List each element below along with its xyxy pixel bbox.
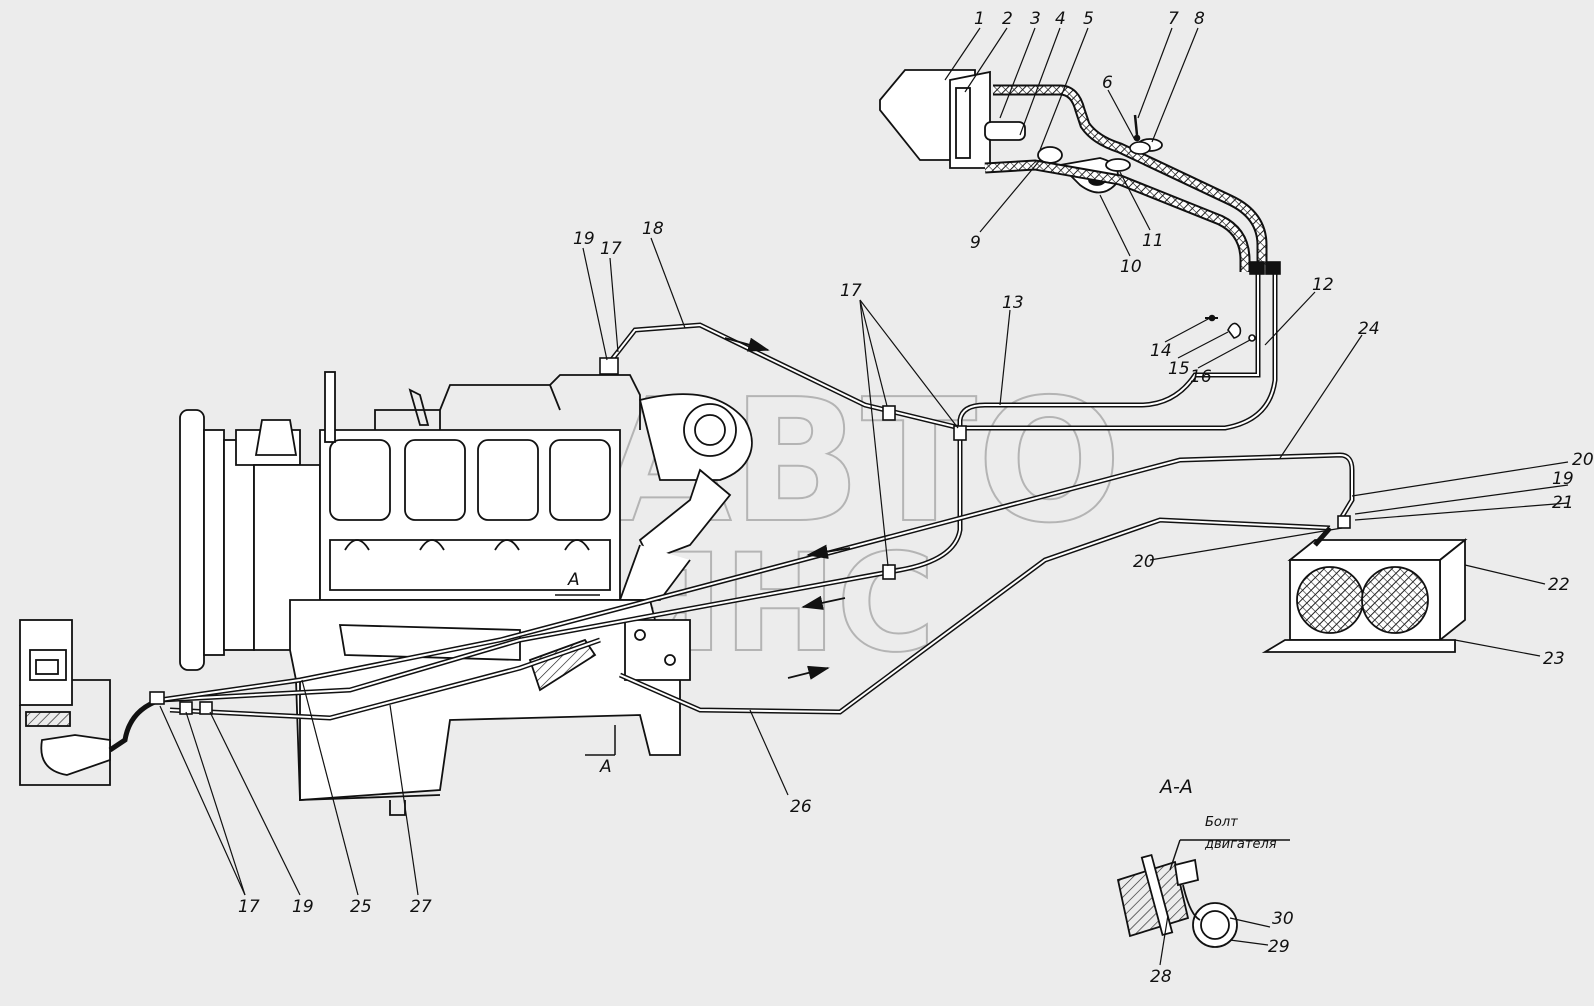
callout-22: 22 bbox=[1548, 575, 1570, 595]
section-mark-letter-lower: А bbox=[599, 757, 612, 777]
callout-14: 14 bbox=[1150, 341, 1172, 361]
callout-30: 30 bbox=[1272, 909, 1294, 929]
callout-12: 12 bbox=[1312, 275, 1334, 295]
callout-19-engine: 19 bbox=[573, 229, 595, 249]
engine bbox=[179, 371, 753, 816]
callout-20-right: 20 bbox=[1572, 450, 1594, 470]
callout-24: 24 bbox=[1358, 319, 1380, 339]
callout-20-left: 20 bbox=[1133, 552, 1155, 572]
callout-16: 16 bbox=[1190, 367, 1212, 387]
callout-labels: 1 2 3 4 5 6 7 8 9 10 11 12 13 14 15 16 1… bbox=[238, 9, 1594, 987]
callout-21: 21 bbox=[1552, 493, 1574, 513]
callout-5: 5 bbox=[1083, 9, 1094, 29]
callout-7: 7 bbox=[1168, 9, 1179, 29]
callout-10: 10 bbox=[1120, 257, 1142, 277]
callout-13: 13 bbox=[1002, 293, 1024, 313]
callout-4: 4 bbox=[1055, 9, 1066, 29]
callout-29: 29 bbox=[1268, 937, 1290, 957]
section-note-bolt: Болт bbox=[1205, 815, 1238, 830]
callout-27: 27 bbox=[410, 897, 432, 917]
clamp-hardware bbox=[1129, 114, 1256, 342]
section-mark bbox=[555, 594, 616, 756]
callout-19-right: 19 bbox=[1552, 469, 1574, 489]
callout-18: 18 bbox=[642, 219, 664, 239]
section-note-engine: двигателя bbox=[1204, 837, 1277, 852]
section-mark-letter-upper: А bbox=[567, 570, 580, 590]
callout-17-top: 17 bbox=[840, 281, 862, 301]
section-aa-detail bbox=[1116, 839, 1290, 948]
callout-17-bottom: 17 bbox=[238, 897, 260, 917]
auxiliary-heater-box bbox=[1261, 538, 1468, 653]
callout-6: 6 bbox=[1102, 73, 1113, 93]
callout-26: 26 bbox=[790, 797, 812, 817]
flow-arrows bbox=[724, 337, 851, 680]
coolant-pipes bbox=[108, 270, 1355, 753]
section-title: А-А bbox=[1158, 776, 1193, 798]
braided-hoses bbox=[984, 84, 1268, 272]
callout-1: 1 bbox=[974, 9, 985, 29]
callout-17-engine: 17 bbox=[600, 239, 622, 259]
callout-23: 23 bbox=[1543, 649, 1565, 669]
callout-25: 25 bbox=[350, 897, 372, 917]
callout-11: 11 bbox=[1142, 231, 1164, 251]
leader-lines bbox=[159, 27, 1569, 966]
callout-9: 9 bbox=[970, 233, 981, 253]
callout-2: 2 bbox=[1002, 9, 1013, 29]
callout-19-bottom: 19 bbox=[292, 897, 314, 917]
callout-28: 28 bbox=[1150, 967, 1172, 987]
callout-8: 8 bbox=[1194, 9, 1205, 29]
left-valve-assembly bbox=[19, 619, 111, 786]
callout-15: 15 bbox=[1168, 359, 1190, 379]
callout-3: 3 bbox=[1030, 9, 1041, 29]
pipe-clamps bbox=[149, 261, 1351, 715]
